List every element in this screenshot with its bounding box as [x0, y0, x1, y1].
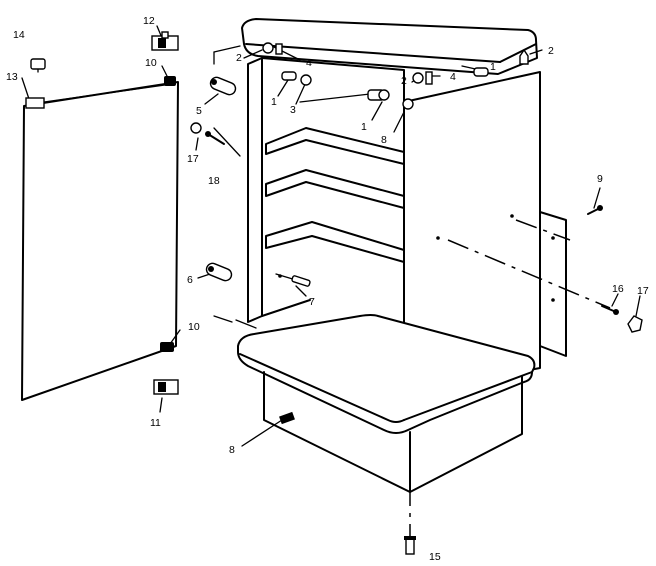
part-17-nut-a — [190, 122, 202, 134]
part-1-shelf-support-c — [473, 67, 489, 77]
bracket-plate — [539, 211, 567, 357]
shelf-bottom — [265, 221, 405, 263]
callout-15: 15 — [429, 551, 441, 563]
part-10-hinge-top — [164, 76, 176, 86]
part-12-hinge-bracket — [151, 31, 179, 51]
callout-2-mid: 2 — [401, 75, 407, 87]
part-11-hinge-bracket — [153, 379, 179, 395]
part-15-bolt — [404, 536, 416, 555]
part-9-screw — [587, 205, 603, 215]
part-2-glide-b — [412, 72, 424, 84]
callout-1-right: 1 — [490, 61, 496, 73]
callout-11: 11 — [150, 417, 161, 429]
part-18-screw — [205, 131, 225, 145]
callout-2-left: 2 — [236, 52, 242, 64]
callout-8-base: 8 — [229, 444, 235, 456]
callout-12: 12 — [143, 15, 155, 27]
part-10-hinge-bottom — [160, 342, 174, 352]
callout-4-mid: 4 — [450, 71, 456, 83]
part-5-catch — [209, 76, 237, 96]
part-4-pin-b — [425, 71, 433, 85]
part-7-pin — [278, 274, 311, 287]
cabinet-left-side — [247, 57, 263, 323]
callout-17-right: 17 — [637, 285, 649, 297]
callout-7: 7 — [309, 296, 315, 308]
part-3-stop — [300, 74, 312, 86]
part-13-latch — [25, 97, 45, 109]
part-8-bracket-a — [402, 98, 414, 110]
callout-18: 18 — [208, 175, 220, 187]
part-17-cap-b — [627, 315, 643, 333]
callout-2-right: 2 — [548, 45, 554, 57]
callout-17-left: 17 — [187, 153, 199, 165]
callout-9: 9 — [597, 173, 603, 185]
part-14-block — [30, 58, 46, 70]
part-8-bracket-b — [279, 411, 295, 425]
callout-5: 5 — [196, 105, 202, 117]
callout-labels: 14 12 13 10 5 1 3 17 18 2 4 2 4 1 2 1 8 … — [6, 15, 649, 563]
part-4-pin-a — [275, 43, 283, 55]
shelf-middle — [265, 169, 405, 209]
callout-1-mid: 1 — [361, 121, 367, 133]
part-2-glide-a — [262, 42, 274, 54]
part-1-shelf-support-a — [281, 71, 297, 81]
callout-13: 13 — [6, 71, 18, 83]
alignment-lines — [409, 219, 611, 536]
callout-8-top: 8 — [381, 134, 387, 146]
callout-3: 3 — [290, 104, 296, 116]
callout-14: 14 — [13, 29, 25, 41]
cabinet-top — [241, 18, 538, 75]
part-1-shelf-support-b — [367, 89, 390, 101]
callout-10-top: 10 — [145, 57, 157, 69]
callout-4-left: 4 — [306, 57, 312, 69]
cabinet-right-side — [403, 71, 541, 395]
callout-1-left: 1 — [271, 96, 277, 108]
callout-10-bottom: 10 — [188, 321, 200, 333]
callout-16: 16 — [612, 283, 624, 295]
callout-6: 6 — [187, 274, 193, 286]
part-6-catch — [205, 262, 233, 282]
part-2-glide-c — [519, 48, 529, 65]
door-panel — [21, 81, 179, 401]
part-16-screw — [601, 305, 619, 315]
